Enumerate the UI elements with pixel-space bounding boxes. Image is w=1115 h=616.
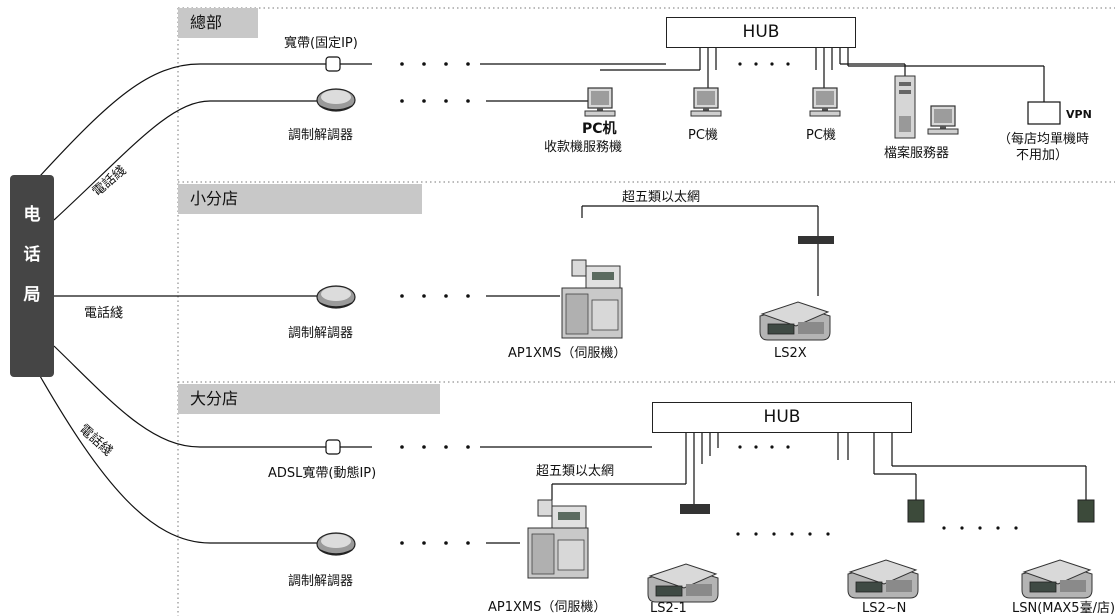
large-server-label: AP1XMS（伺服機） (488, 600, 607, 615)
section-hq-header: 總部 (178, 8, 258, 38)
section-dividers (177, 7, 1115, 616)
large-scale2-icon (847, 559, 919, 599)
hq-pc2-label: PC機 (688, 128, 718, 143)
large-server-icon (527, 499, 589, 579)
hq-pc1-icon (584, 87, 616, 117)
central-office: 电 话 局 (10, 175, 54, 377)
small-scale-display (798, 236, 834, 244)
large-hub: HUB (652, 402, 912, 433)
hq-hub: HUB (666, 17, 856, 48)
section-small-header: 小分店 (178, 184, 422, 214)
large-adsl-label: ADSL寬帶(動態IP) (268, 466, 377, 481)
office-char-3: 局 (23, 285, 41, 305)
large-scale1-label: LS2-1 (650, 601, 687, 616)
hq-pc1-title: PC机 (582, 121, 617, 137)
vpn-box-icon (1027, 101, 1061, 125)
large-dots (400, 445, 1018, 545)
small-dots (400, 294, 470, 298)
hq-pc1-sub: 收款機服務機 (544, 140, 623, 155)
hq-pc3-label: PC機 (806, 128, 836, 143)
file-server-pc-icon (927, 105, 959, 135)
hq-file-server-label: 檔案服務器 (884, 146, 950, 161)
small-modem-icon (316, 285, 356, 309)
large-scale3-icon (1021, 559, 1093, 599)
office-char-1: 电 (23, 205, 41, 225)
hq-pc3-icon (809, 87, 841, 117)
large-modem-label: 調制解調器 (288, 574, 354, 589)
hq-wiring (325, 48, 1045, 102)
hq-vpn-note-2: 不用加） (1016, 148, 1069, 163)
small-modem-label: 調制解調器 (288, 326, 354, 341)
large-scale2-label: LS2~N (862, 601, 907, 616)
small-scale-label: LS2X (774, 346, 807, 361)
large-ethernet-label: 超五類以太網 (536, 464, 615, 479)
hq-modem-icon (316, 88, 356, 112)
small-scale-icon (759, 301, 831, 341)
large-scale1-display (680, 504, 710, 514)
large-scale3-display (1077, 499, 1095, 523)
section-large-header: 大分店 (178, 384, 440, 414)
hq-pc2-icon (690, 87, 722, 117)
file-server-icon (894, 75, 916, 139)
large-scale3-label: LSN(MAX5臺/店) (1012, 601, 1115, 616)
large-wiring (325, 432, 1087, 544)
phone-line-label-2: 電話綫 (84, 306, 124, 321)
hq-vpn-label: VPN (1066, 108, 1092, 121)
phone-lines (39, 63, 330, 544)
large-scale1-icon (647, 563, 719, 603)
small-server-label: AP1XMS（伺服機） (508, 346, 627, 361)
large-scale2-display (907, 499, 925, 523)
office-char-2: 话 (23, 245, 41, 265)
small-wiring (486, 205, 819, 297)
hq-dots (400, 62, 790, 103)
hq-modem-label: 調制解調器 (288, 128, 354, 143)
hq-broadband-label: 寬帶(固定IP) (284, 36, 358, 51)
hq-vpn-note-1: （每店均單機時 (998, 132, 1090, 147)
small-ethernet-label: 超五類以太網 (622, 190, 701, 205)
small-server-icon (561, 259, 623, 339)
large-modem-icon (316, 532, 356, 556)
